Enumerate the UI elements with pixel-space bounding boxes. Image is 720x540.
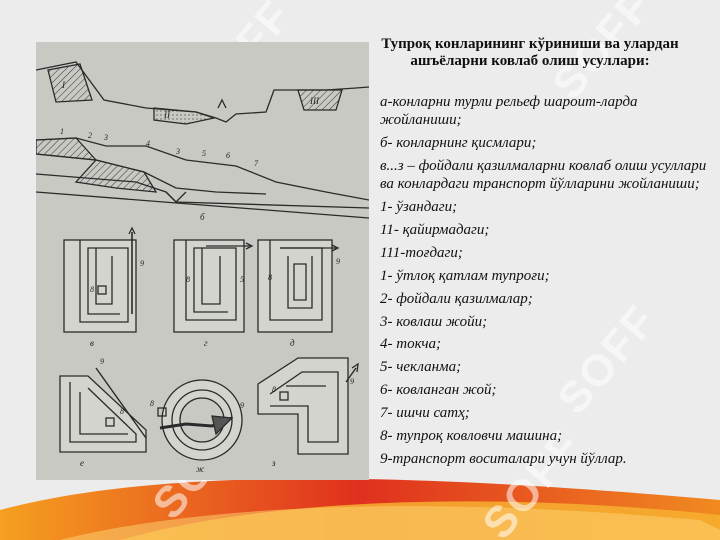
- letter-b-label: б: [200, 212, 205, 222]
- technical-drawing: I II III 1 2 3 4 3 5 6 7 б: [36, 42, 369, 480]
- letter-z-label: з: [271, 458, 276, 468]
- num-9-label: 9: [240, 401, 244, 410]
- letter-d-label: д: [290, 338, 295, 348]
- legend-item: 1- ўтлоқ қатлам тупроғи;: [380, 267, 550, 284]
- plan-g: 8 5 г: [173, 239, 254, 348]
- letter-v-label: в: [90, 338, 94, 348]
- num-8-label: 8: [186, 275, 190, 284]
- legend-item: 9-транспорт воситалари учун йўллар.: [380, 450, 627, 467]
- num-7-label: 7: [254, 159, 259, 168]
- num-9-label: 9: [140, 259, 144, 268]
- num-3-label: 3: [103, 133, 108, 142]
- swoosh-light: [60, 506, 720, 540]
- legend-item: б- конларнинг қисмлари;: [380, 135, 537, 152]
- legend-item: 8- тупроқ ковловчи машина;: [380, 427, 563, 444]
- plan-zh: 8 9 ж: [150, 379, 244, 474]
- legend-item: в...з – фойдали қазилмаларни ковлаб олиш…: [380, 157, 707, 193]
- legend-item: 7- ишчи сатҳ;: [380, 405, 470, 422]
- num-5-label: 5: [240, 275, 244, 284]
- num-9-label: 9: [336, 257, 340, 266]
- num-9-label: 9: [100, 357, 104, 366]
- legend-item: 3- ковлаш жойи;: [380, 313, 488, 330]
- roman-3-label: III: [309, 96, 320, 106]
- num-8-label: 8: [90, 285, 94, 294]
- plan-z: 8 9 з: [257, 357, 359, 468]
- slide-title: Тупроқ конларининг кўриниши ва улардан а…: [381, 36, 679, 69]
- roman-1-label: I: [61, 80, 66, 90]
- legend-item: 6- ковланган жой;: [380, 382, 497, 399]
- letter-zh-label: ж: [196, 464, 205, 474]
- deposit-section: 1 2 3 4 3 5 6 7 б: [36, 127, 369, 222]
- num-4-label: 4: [146, 139, 150, 148]
- legend-item: 2- фойдали қазилмалар;: [380, 290, 533, 307]
- num-2-label: 2: [88, 131, 92, 140]
- num-9-label: 9: [350, 377, 354, 386]
- legend-item: а-конларни турли рельеф шароит-ларда жой…: [380, 94, 638, 129]
- letter-e-label: е: [80, 458, 84, 468]
- num-8-label: 8: [150, 399, 154, 408]
- num-8-label: 8: [272, 385, 276, 394]
- num-3-label: 3: [175, 147, 180, 156]
- legend-item: 111-тоғдаги;: [380, 244, 463, 261]
- roman-2-label: II: [163, 110, 171, 120]
- plan-d: 8 9 д: [257, 239, 340, 348]
- num-8-label: 8: [268, 273, 272, 282]
- legend-item: 11- қайирмадаги;: [380, 221, 490, 238]
- num-1-label: 1: [60, 127, 64, 136]
- num-6-label: 6: [226, 151, 230, 160]
- num-5-label: 5: [202, 149, 206, 158]
- drawing-svg: I II III 1 2 3 4 3 5 6 7 б: [36, 61, 369, 474]
- legend-item: 5- чекланма;: [380, 359, 462, 376]
- legend-list: а-конларни турли рельеф шароит-ларда жой…: [380, 93, 710, 473]
- plan-v: 8 9 в: [63, 226, 144, 348]
- letter-g-label: г: [204, 338, 208, 348]
- legend-item: 4- токча;: [380, 336, 442, 353]
- num-8-label: 8: [120, 407, 124, 416]
- plan-e: 8 9 е: [59, 357, 147, 468]
- terrain-profile: I II III: [36, 61, 369, 125]
- legend-item: 1- ўзандаги;: [380, 199, 458, 216]
